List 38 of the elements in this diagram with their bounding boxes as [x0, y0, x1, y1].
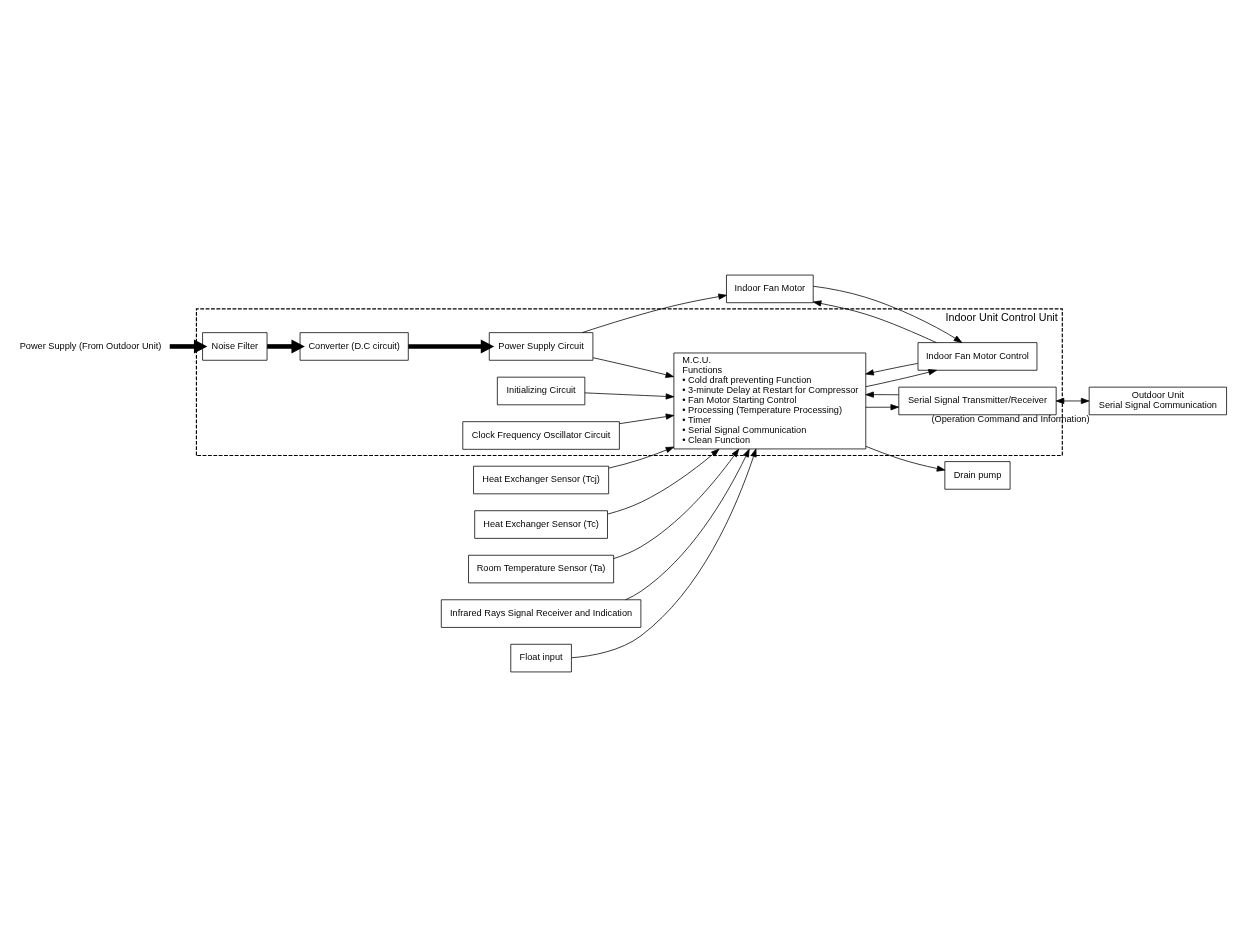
- arrow: [865, 404, 899, 411]
- arrow: [169, 339, 208, 354]
- arrow: [607, 448, 720, 515]
- node-box: M.C.U. Functions • Cold draft preventing Function • 3-minute Delay at Restart for Compressor • Fan Motor Starting Control • Processing (Temperature Processing) • Timer • Serial Signal Communication • Clean Function: [673, 352, 867, 450]
- arrow: [812, 285, 963, 343]
- arrow: [865, 363, 919, 376]
- arrow: [584, 392, 675, 400]
- arrow: [408, 339, 495, 354]
- node-box: Indoor Fan Motor: [726, 274, 814, 304]
- arrow: [613, 448, 740, 559]
- node-box: Heat Exchanger Sensor (Tcj): [473, 465, 610, 495]
- node-box: Drain pump: [944, 461, 1011, 490]
- arrow: [592, 357, 674, 378]
- arrow: [608, 446, 675, 469]
- arrow: [571, 448, 757, 659]
- arrow: [1055, 397, 1090, 405]
- arrow: [625, 448, 750, 601]
- arrow: [581, 293, 727, 333]
- node-box: Room Temperature Sensor (Ta): [468, 554, 614, 584]
- node-box: Outdoor Unit Serial Signal Communication: [1088, 386, 1227, 416]
- node-box: Float input: [510, 643, 572, 673]
- node-box: Power Supply Circuit: [488, 332, 594, 361]
- node-box: Serial Signal Transmitter/Receiver: [898, 386, 1057, 416]
- node-label: (Operation Command and Information): [931, 414, 1090, 425]
- node-box: Noise Filter: [202, 332, 268, 361]
- node-text: Power Supply (From Outdoor Unit): [19, 340, 162, 351]
- arrow: [865, 446, 946, 472]
- node-box: Clock Frequency Oscillator Circuit: [462, 421, 620, 450]
- node-box: Initializing Circuit: [496, 376, 586, 406]
- node-box: Indoor Fan Motor Control: [917, 342, 1038, 371]
- arrow: [812, 300, 937, 343]
- arrow: [267, 339, 305, 354]
- node-box: Infrared Rays Signal Receiver and Indication: [440, 599, 642, 628]
- arrow: [865, 369, 937, 388]
- arrow: [619, 413, 675, 425]
- node-box: Converter (D.C circuit): [299, 332, 409, 361]
- arrow: [865, 391, 899, 398]
- node-box: Heat Exchanger Sensor (Tc): [474, 510, 608, 539]
